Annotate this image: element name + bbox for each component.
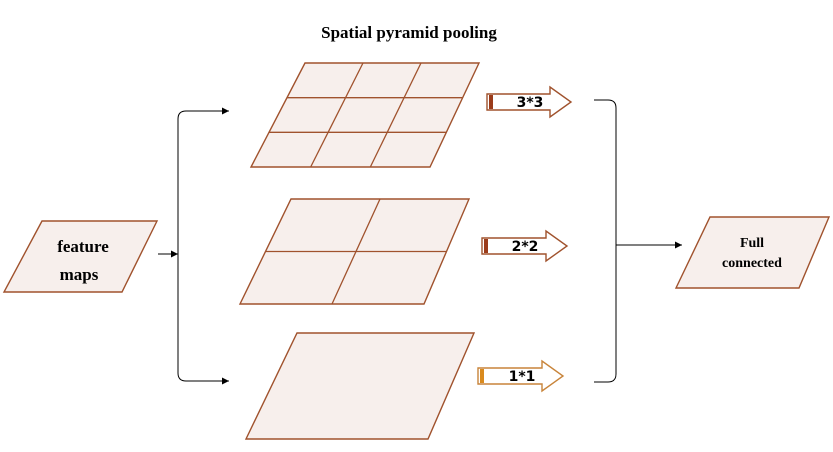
feature-maps-label-line2: maps [60, 265, 99, 284]
level-arrow-1x1-label: 1*1 [509, 369, 536, 385]
feature-maps-label-line1: feature [57, 237, 109, 256]
grid-3x3 [249, 62, 481, 168]
level-arrow-3x3-shape [486, 85, 573, 119]
input-connector-bracket [177, 110, 229, 382]
full-connected-label-line1: Full [740, 236, 764, 251]
level-arrow-1x1-shape [477, 359, 565, 393]
pyramid-level-3x3 [249, 62, 481, 168]
input-connector [158, 107, 229, 385]
feature-maps-node: feature maps [2, 220, 159, 293]
diagram-title: Spatial pyramid pooling [321, 23, 497, 42]
grid-col-line [369, 62, 422, 168]
grid-1x1 [244, 332, 476, 440]
grid-col-line [331, 198, 381, 305]
pyramid-level-2x2 [238, 198, 471, 305]
pyramid-level-1x1 [244, 332, 476, 440]
level-arrow-3x3-label: 3*3 [517, 95, 544, 111]
grid-2x2-lines [265, 198, 447, 305]
grid-3x3-lines [269, 62, 463, 168]
level-arrow-2x2-label: 2*2 [512, 239, 539, 255]
full-connected-label-line2: connected [722, 256, 782, 271]
output-connector-bracket [594, 99, 617, 383]
full-connected-node: Full connected [674, 216, 831, 289]
level-arrow-1x1: 1*1 [477, 359, 565, 393]
grid-col-line [310, 62, 364, 168]
level-arrow-3x3-bar [489, 95, 493, 109]
full-connected-shape [674, 216, 831, 289]
output-connector [594, 99, 682, 383]
level-arrow-2x2-shape [481, 229, 569, 263]
level-arrow-2x2-bar [484, 239, 488, 253]
level-arrow-2x2: 2*2 [481, 229, 569, 263]
level-arrow-1x1-bar [480, 369, 484, 383]
feature-maps-shape [2, 220, 159, 293]
level-arrow-3x3: 3*3 [486, 85, 573, 119]
